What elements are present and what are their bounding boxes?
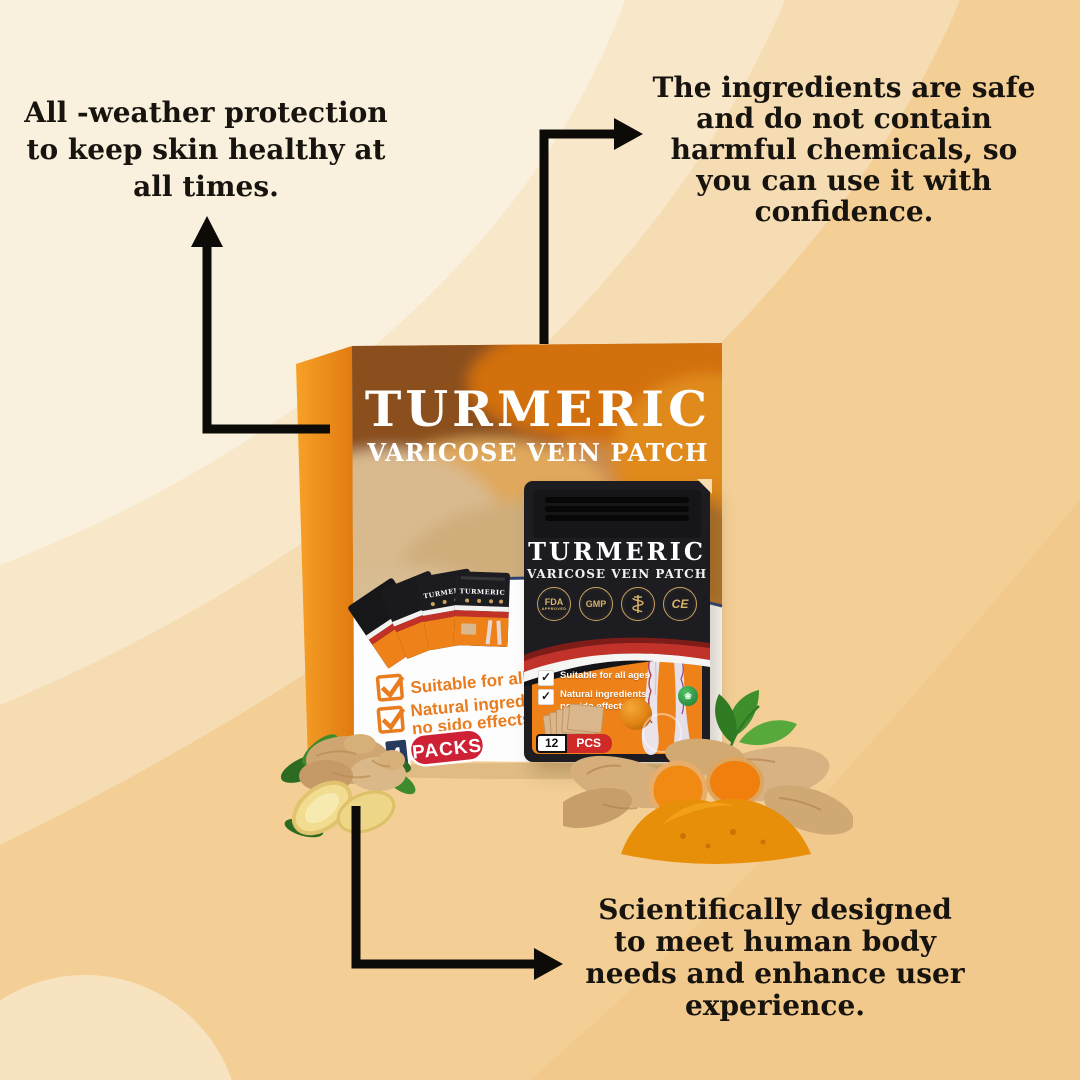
annotation-line: The ingredients are safe xyxy=(652,71,1036,104)
annotation-line: harmful chemicals, so xyxy=(670,133,1018,166)
annotation-line: Scientifically designed xyxy=(598,893,952,926)
caduceus-badge xyxy=(621,587,655,621)
mini-pouches: TURMERIC TURMERIC xyxy=(348,568,510,669)
mini-pouch-title: TURMERIC xyxy=(459,587,505,597)
pouch-tear-notch xyxy=(697,479,712,494)
badge-label: CE xyxy=(671,597,689,611)
annotation-line: experience. xyxy=(684,989,866,1022)
box-title: TURMERIC xyxy=(365,380,711,438)
box-subtitle: VARICOSE VEIN PATCH xyxy=(366,438,708,467)
pouch-zip-seal xyxy=(533,490,701,538)
wave-decoration xyxy=(524,637,710,687)
ce-badge: CE xyxy=(663,587,697,621)
caduceus-icon xyxy=(632,595,644,613)
annotation-line: all times. xyxy=(133,170,279,203)
annotation-line: to meet human body xyxy=(614,925,936,958)
certification-badges: FDA APPROVED GMP CE xyxy=(524,587,710,621)
product-pouch: TURMERIC VARICOSE VEIN PATCH FDA APPROVE… xyxy=(524,479,712,762)
annotation-line: and do not contain xyxy=(696,102,992,135)
check-icon: ✓ xyxy=(538,670,554,686)
turmeric-roots-image xyxy=(563,690,853,864)
annotation-line: needs and enhance user xyxy=(585,957,965,990)
annotation-line: confidence. xyxy=(754,195,934,228)
box-spine xyxy=(296,346,354,763)
count-badge: 12 PCS xyxy=(536,734,613,753)
annotation-top-left: All -weather protection to keep skin hea… xyxy=(6,94,406,205)
ginger-root-image xyxy=(280,734,416,838)
count-unit: PCS xyxy=(567,734,613,753)
highlight-ring xyxy=(642,713,682,753)
pouch-feature-text: Suitable for all ages xyxy=(560,670,650,681)
annotation-top-right: The ingredients are safe and do not cont… xyxy=(632,72,1056,227)
pouch-subtitle: VARICOSE VEIN PATCH xyxy=(526,567,708,581)
badge-label: GMP xyxy=(585,598,607,609)
annotation-line: you can use it with xyxy=(696,164,992,197)
pouch-feature-row: ✓ Suitable for all ages xyxy=(538,670,650,686)
natural-seal-icon: ❀ xyxy=(678,686,698,706)
badge-label: FDA xyxy=(544,596,564,607)
pouch-title: TURMERIC xyxy=(528,537,706,566)
gmp-badge: GMP xyxy=(579,587,613,621)
annotation-line: to keep skin healthy at xyxy=(26,133,386,166)
fda-badge: FDA APPROVED xyxy=(537,587,571,621)
annotation-bottom-right: Scientifically designed to meet human bo… xyxy=(552,894,998,1022)
count-value: 12 xyxy=(536,734,568,753)
check-icon: ✓ xyxy=(538,689,554,705)
badge-sublabel: APPROVED xyxy=(541,605,567,611)
annotation-line: All -weather protection xyxy=(24,96,388,129)
pouch-feature-text: Natural ingredients, xyxy=(560,689,650,700)
